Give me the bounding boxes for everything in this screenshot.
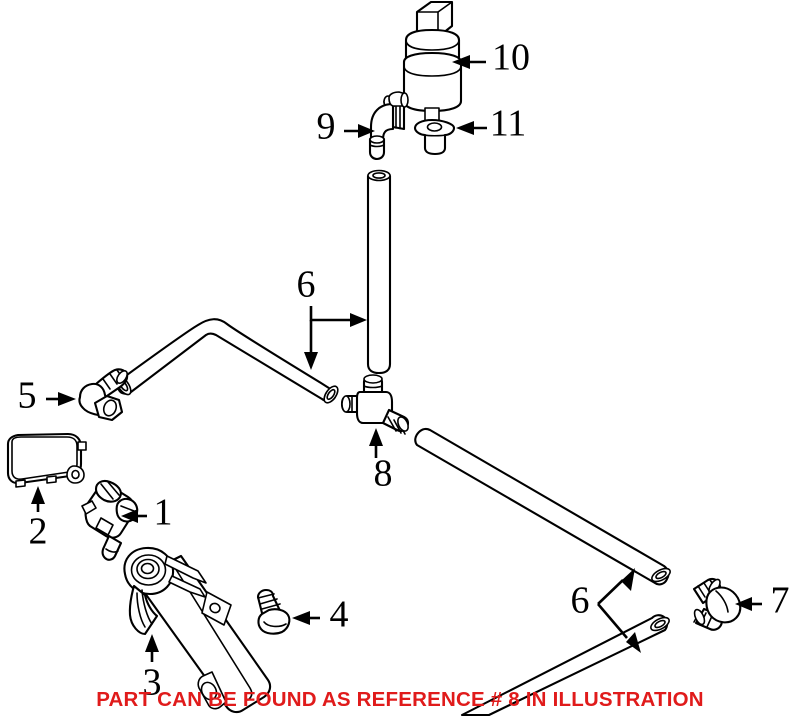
reference-note-text: PART CAN BE FOUND AS REFERENCE # 8 IN IL…: [96, 688, 704, 711]
part-nozzle-cover-cap: [6, 432, 87, 488]
part-tee-hose-connector-7: [692, 577, 742, 631]
callout-labels: 1 2 3 4 5 6 6 7 8 9 10 11: [18, 37, 790, 704]
callout-label-4: 4: [330, 594, 349, 636]
callout-leader-6-lower: [597, 568, 641, 653]
part-elbow-hose-connector-9: [368, 91, 409, 161]
part-washer-nozzle-jet: [81, 479, 139, 561]
callout-label-7: 7: [771, 580, 790, 622]
part-washer-hose-diagonal-lower: [460, 614, 670, 717]
part-washer-hose-vertical: [366, 169, 392, 375]
callout-leader-4: [292, 611, 320, 625]
part-mounting-screw: [256, 588, 291, 635]
callout-leader-8: [369, 428, 383, 458]
callout-leader-6-upper: [304, 306, 367, 370]
callout-leader-3: [145, 634, 159, 662]
callout-label-3: 3: [143, 662, 162, 704]
part-telescoping-washer-cylinder: [123, 546, 272, 714]
part-washer-hose-bent: [115, 318, 339, 404]
callout-label-6-lower: 6: [571, 580, 590, 622]
callout-leader-5: [46, 392, 76, 406]
callout-leader-2: [31, 486, 45, 512]
callout-label-11: 11: [490, 103, 527, 145]
callout-label-8: 8: [374, 453, 393, 495]
callout-leader-9: [344, 124, 375, 138]
callout-label-6-upper: 6: [297, 264, 316, 306]
callout-label-10: 10: [492, 37, 530, 79]
callout-label-5: 5: [18, 375, 37, 417]
part-tee-hose-connector-8: [340, 374, 410, 435]
callout-leader-1: [121, 509, 147, 523]
part-pump-grommet-seal: [413, 118, 456, 156]
callout-label-9: 9: [317, 106, 336, 148]
callout-leader-11: [456, 121, 487, 135]
part-elbow-hose-connector-5: [78, 368, 129, 422]
callout-label-2: 2: [29, 511, 48, 553]
callout-leader-7: [735, 597, 762, 611]
callout-leader-10: [452, 55, 486, 69]
part-washer-hose-diagonal-upper: [414, 427, 671, 586]
callout-label-1: 1: [154, 492, 173, 534]
